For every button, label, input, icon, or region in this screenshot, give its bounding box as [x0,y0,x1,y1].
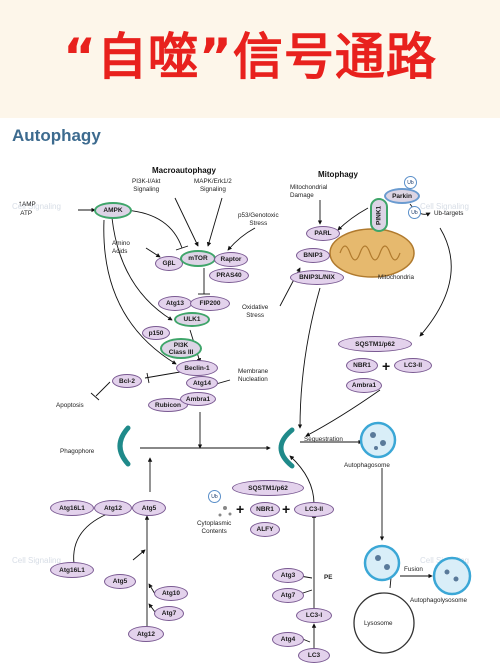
cytoplasmic-contents-label: Cytoplasmic Contents [197,520,232,535]
atg5-node: Atg5 [132,500,166,516]
ambra1-node: Ambra1 [180,392,216,406]
atg12-node: Atg12 [128,626,164,642]
atg4-node: Atg4 [272,632,304,647]
atg5-node: Atg5 [104,574,136,589]
atg10-node: Atg10 [154,586,188,601]
fip200-node: FIP200 [190,296,230,311]
lc3-node: LC3 [298,648,330,663]
nbr1-node: NBR1 [250,502,280,517]
atg13-node: Atg13 [158,296,192,311]
raptor-node: Raptor [214,252,248,267]
bnip3-node: BNIP3 [296,248,330,263]
mapk-erk-label: MAPK/Erk1/2 Signaling [194,178,232,193]
pi3k-class3-node: PI3K Class III [160,338,202,359]
nbr1-node: NBR1 [346,358,378,373]
atg7-node: Atg7 [154,606,184,621]
pras40-node: PRAS40 [209,268,249,283]
diagram-title: Autophagy [12,126,101,145]
pathway-arrows [73,197,472,658]
watermark: Cell Signaling [12,556,61,565]
atg12-node: Atg12 [94,500,132,516]
atg16l1-node: Atg16L1 [50,562,94,578]
pi3k-akt-label: PI3K-I/Akt Signaling [132,178,161,193]
bnip3l-nix-node: BNIP3L/NIX [290,270,344,285]
ulk1-node: ULK1 [174,312,210,327]
sqstm1-node: SQSTM1/p62 [338,336,412,352]
watermark: Cell Signaling [420,202,469,211]
p150-node: p150 [142,326,170,340]
atp-label: ATP [20,209,33,217]
ubiquitin-icon: Ub [404,176,417,189]
plus-sign: + [282,501,291,517]
mitophagy-heading: Mitophagy [318,170,358,179]
ub-targets-label: Ub-targets [434,210,464,217]
pink1-node: PINK1 [370,198,388,232]
autophagy-diagram: Autophagy Cell Signaling Cell Signaling … [0,118,500,666]
lysosome-label: Lysosome [364,620,393,627]
lc3-ii-node: LC3-II [394,358,432,373]
mtor-node: mTOR [180,250,216,267]
autophagolysosome-label: Autophagolysosome [410,597,468,604]
amp-atp-label: ↑AMP ATP [18,199,36,217]
mitochondria-label: Mitochondria [378,274,415,281]
mitochondrial-damage-label: Mitochondrial Damage [290,184,328,199]
fusion-label: Fusion [404,566,423,573]
ubiquitin-icon: Ub [408,206,421,219]
plus-sign: + [236,501,245,517]
membrane-nucleation-label: Membrane Nucleation [238,368,269,383]
rubicon-node: Rubicon [148,398,188,412]
amino-acids-label: Amino Acids [112,240,130,255]
autophagosome-label: Autophagosome [344,462,390,469]
alfy-node: ALFY [250,522,280,537]
lc3-i-node: LC3-I [296,608,332,623]
sqstm1-node: SQSTM1/p62 [232,480,304,496]
pe-label: PE [324,574,333,581]
parkin-node: Parkin [384,188,420,204]
title-banner: “自噬”信号通路 [0,0,500,118]
apoptosis-label: Apoptosis [56,402,84,409]
atg14-node: Atg14 [186,376,218,390]
gbl-node: GβL [155,256,183,271]
ampk-node: AMPK [94,202,132,219]
atg16l1-node: Atg16L1 [50,500,94,516]
phagophore-label: Phagophore [60,448,95,455]
sequestration-label: Sequestration [304,436,343,443]
p53-stress-label: p53/Genotoxic Stress [238,212,279,227]
oxidative-stress-label: Oxidative Stress [242,304,269,319]
ambra1-node: Ambra1 [346,378,382,393]
ubiquitin-icon: Ub [208,490,221,503]
atg3-node: Atg3 [272,568,304,583]
atg7-node: Atg7 [272,588,304,603]
macroautophagy-heading: Macroautophagy [152,166,217,175]
beclin1-node: Beclin-1 [176,360,218,376]
plus-sign: + [382,358,391,374]
banner-title: “自噬”信号通路 [63,28,437,86]
lc3-ii-node: LC3-II [294,502,334,517]
watermark: Cell Signaling [12,202,61,211]
bcl2-node: Bcl-2 [112,374,142,388]
amp-label: AMP [22,201,36,208]
parl-node: PARL [306,226,340,241]
